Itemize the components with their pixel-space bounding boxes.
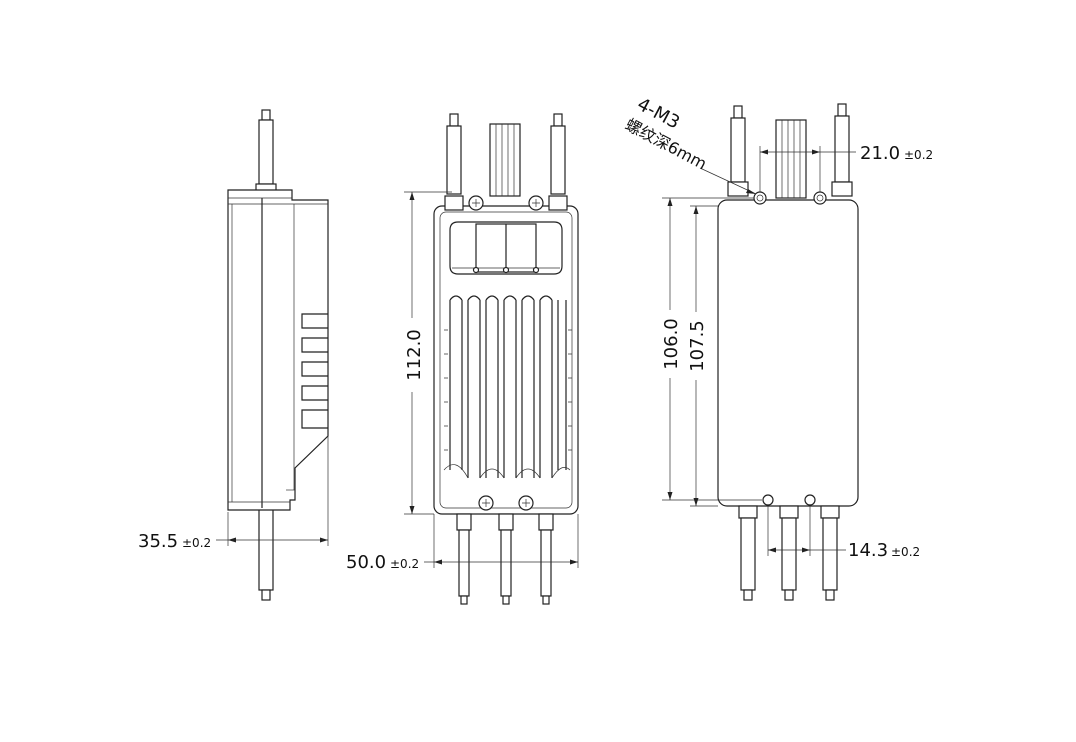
- back-view: [662, 103, 859, 601]
- front-width-tolerance: ±0.2: [390, 557, 419, 571]
- front-height-value: 112.0: [404, 329, 425, 381]
- front-width-value: 50.0: [346, 552, 386, 573]
- front-view: [404, 113, 579, 605]
- back-top-spacing-value: 21.0: [860, 143, 900, 164]
- back-height-inner-value: 106.0: [661, 318, 682, 370]
- side-width-value: 35.5: [138, 531, 178, 552]
- side-width-tolerance: ±0.2: [182, 536, 211, 550]
- back-bottom-spacing-tolerance: ±0.2: [891, 545, 920, 559]
- back-bottom-spacing-value: 14.3: [848, 540, 888, 561]
- side-view: [216, 109, 329, 601]
- back-height-outer-value: 107.5: [687, 320, 708, 372]
- back-top-spacing-tolerance: ±0.2: [904, 148, 933, 162]
- heatsink-fins: [443, 295, 572, 479]
